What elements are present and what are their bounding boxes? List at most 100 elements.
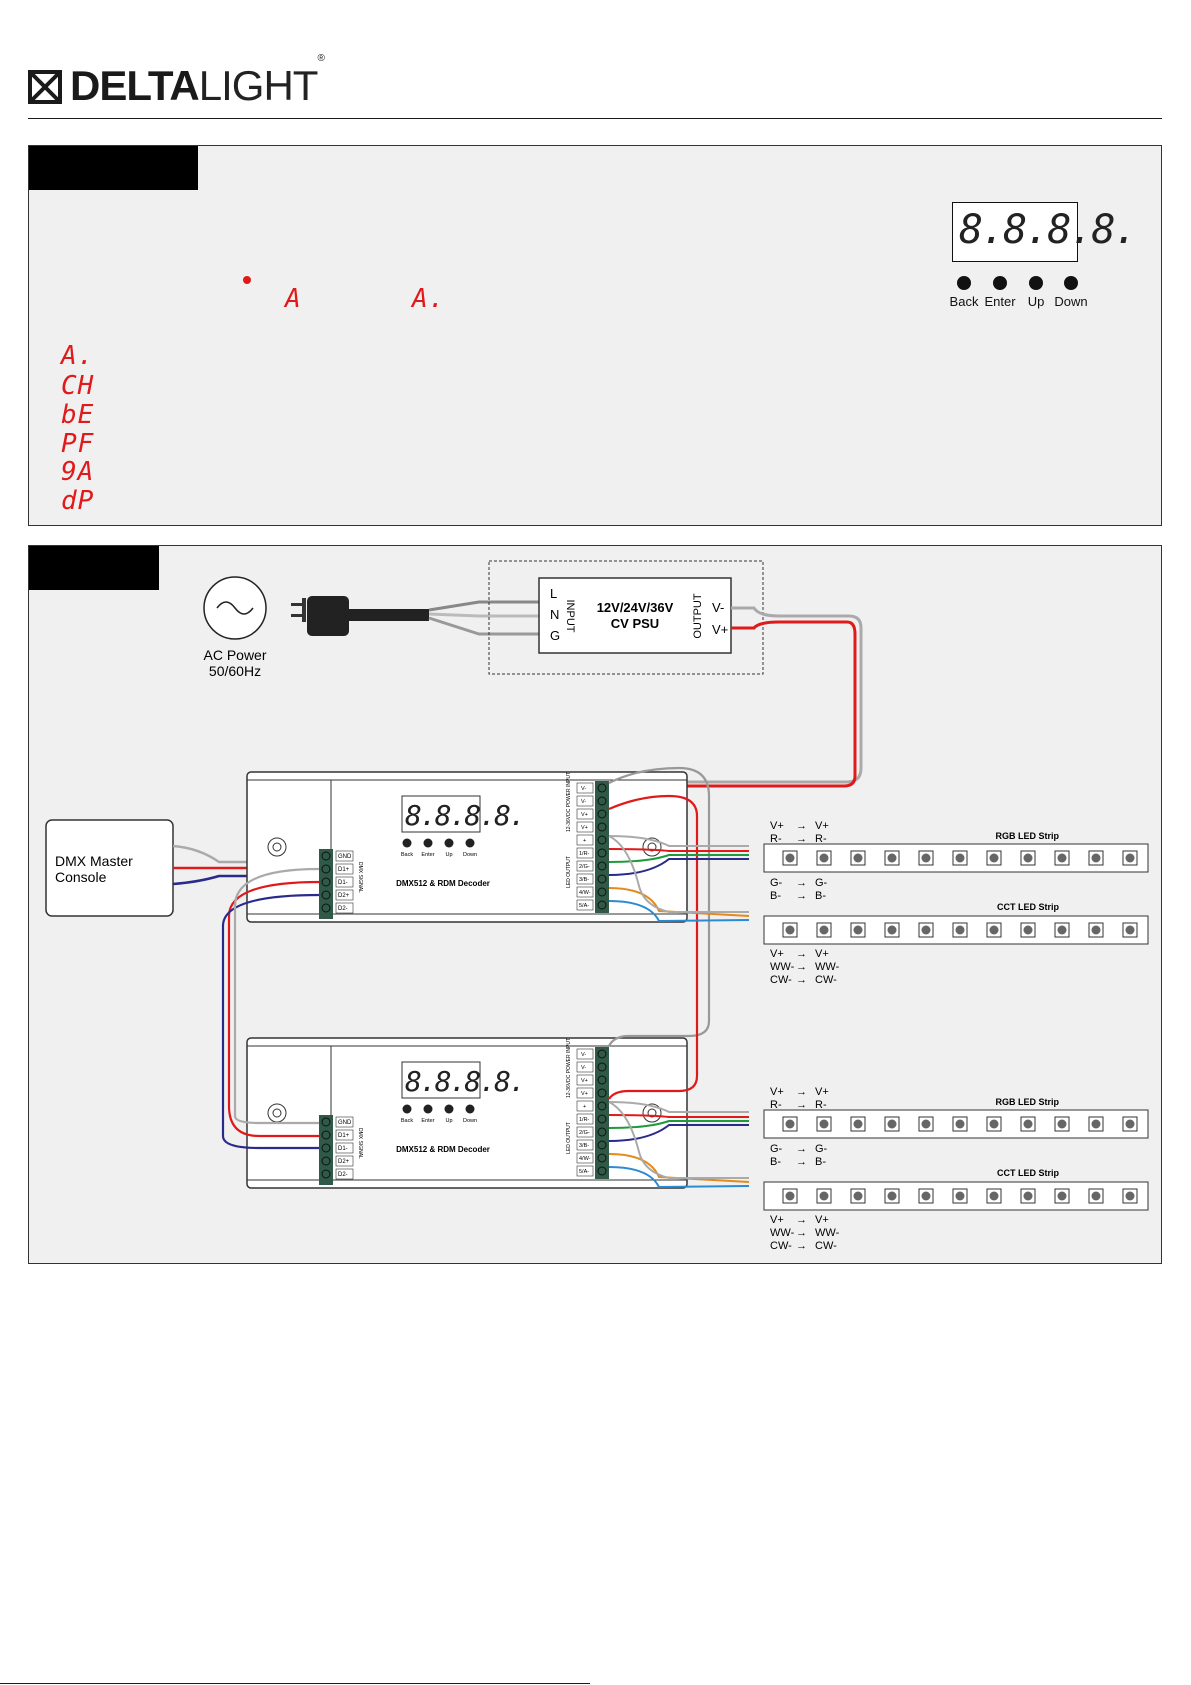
- wiring-diagram: AC Power 50/60Hz L N G INPUT 12V/24V/36V…: [45, 560, 1149, 1252]
- pin-5a: 5/A-: [579, 903, 589, 909]
- segment-display: 8.8.8.8.: [952, 202, 1138, 262]
- decoder-up-button[interactable]: [444, 838, 454, 848]
- map-label: CW-: [815, 974, 837, 986]
- led-output-label: LED OUTPUT: [566, 856, 572, 888]
- psu-pin-vplus: V+: [712, 622, 728, 637]
- led-emitter: [887, 925, 897, 935]
- cct-strip-2: CCT LED Strip V+→V+ WW-→WW- CW-→CW-: [763, 1168, 1149, 1252]
- back-label: Back: [949, 294, 979, 309]
- output-terminal-block: [595, 1047, 609, 1179]
- pin-d1-plus: D1+: [338, 1133, 350, 1139]
- ac-power-freq: 50/60Hz: [209, 663, 261, 679]
- led-emitter: [921, 925, 931, 935]
- decoder-display: [401, 795, 481, 833]
- map-label: G-: [815, 1143, 828, 1155]
- section-tab-1: [29, 146, 198, 190]
- map-label: V+: [770, 1214, 784, 1226]
- decoder-digits: 8.8.8.8.: [405, 799, 524, 832]
- led-emitter: [853, 925, 863, 935]
- decoder-enter-button[interactable]: [423, 1104, 433, 1114]
- decoder-buttons: Back Enter Up Down: [401, 1104, 477, 1124]
- map-label: V+: [815, 1086, 829, 1098]
- pin-v-plus: V+: [581, 1078, 588, 1084]
- decoder-up-label: Up: [445, 1118, 452, 1124]
- led-emitter: [1023, 925, 1033, 935]
- decoder-enter-label: Enter: [421, 1118, 434, 1124]
- pin-plus: +: [583, 838, 586, 844]
- svg-text:→: →: [796, 1143, 807, 1155]
- pin-4w: 4/W-: [579, 1156, 591, 1162]
- svg-text:→: →: [796, 961, 807, 973]
- console-label-2: Console: [55, 869, 107, 885]
- psu-title-2: CV PSU: [611, 616, 659, 631]
- dmx-master-console: DMX Master Console: [45, 819, 174, 917]
- svg-text:→: →: [796, 948, 807, 960]
- ac-power-label: AC Power: [203, 647, 266, 663]
- dmx-signal-label: DMX SIGNAL: [357, 1128, 363, 1159]
- psu-pin-n: N: [550, 607, 559, 622]
- display-panel: A A. A. CH bE PF 9A dP 8.8.8.8. Back Ent…: [28, 145, 1162, 526]
- cct-strip-label: CCT LED Strip: [997, 1168, 1060, 1178]
- map-label: B-: [815, 890, 826, 902]
- decoder-display: [401, 1061, 481, 1099]
- psu-pin-g: G: [550, 628, 560, 643]
- pin-1r: 1/R-: [579, 1117, 590, 1123]
- map-label: G-: [770, 877, 783, 889]
- decoder-enter-label: Enter: [421, 852, 434, 858]
- power-input-label: 12-36VDC POWER INPUT: [566, 772, 572, 832]
- decoder-enter-button[interactable]: [423, 838, 433, 848]
- decoder-name: DMX512 & RDM Decoder: [396, 879, 490, 888]
- rgb-strip-2: RGB LED Strip V+→V+ R-→R- G-→G- B-→B-: [763, 1086, 1149, 1168]
- menu-code: bE: [61, 400, 95, 430]
- decoder-back-button[interactable]: [402, 1104, 412, 1114]
- svg-text:→: →: [796, 820, 807, 832]
- dmx-pin-labels: GND D1+ D1- D2+ D2- DMX SIGNAL: [335, 1116, 363, 1180]
- map-label: WW-: [815, 1227, 840, 1239]
- map-label: WW-: [770, 961, 795, 973]
- decoder-back-button[interactable]: [402, 838, 412, 848]
- decoder-name: DMX512 & RDM Decoder: [396, 1145, 490, 1154]
- footer-rule: [0, 1683, 590, 1684]
- pin-d2-minus: D2-: [338, 906, 348, 912]
- decoder-2: GND D1+ D1- D2+ D2- DMX SIGNAL 8.8.8.8. …: [246, 1037, 688, 1189]
- power-pin-labels: V- V- V+ V+ + 1/R- 2/G- 3/B- 4/W- 5/A- 1…: [566, 772, 594, 911]
- led-emitter: [1091, 1119, 1101, 1129]
- led-emitter: [819, 853, 829, 863]
- decoder-down-label: Down: [463, 852, 477, 858]
- pin-d1-plus: D1+: [338, 867, 350, 873]
- pin-v-minus: V-: [581, 799, 586, 805]
- led-emitter: [887, 1191, 897, 1201]
- led-emitter: [785, 1119, 795, 1129]
- led-emitter: [1091, 1191, 1101, 1201]
- map-label: CW-: [815, 1240, 837, 1252]
- led-emitter: [1091, 853, 1101, 863]
- led-strips: RGB LED Strip V+→V+ R-→R- G-→G- B-→B- CC…: [763, 820, 1149, 1252]
- deltalight-mark-icon: [28, 70, 62, 104]
- back-button[interactable]: [957, 276, 971, 290]
- map-label: WW-: [770, 1227, 795, 1239]
- down-button[interactable]: [1064, 276, 1078, 290]
- enter-button[interactable]: [993, 276, 1007, 290]
- decoder-up-button[interactable]: [444, 1104, 454, 1114]
- up-button[interactable]: [1029, 276, 1043, 290]
- header-rule: [28, 118, 1162, 119]
- led-output-label: LED OUTPUT: [566, 1122, 572, 1154]
- decoder-down-button[interactable]: [465, 1104, 475, 1114]
- led-emitter: [1125, 925, 1135, 935]
- pin-d2-plus: D2+: [338, 1159, 350, 1165]
- led-emitter: [853, 853, 863, 863]
- led-emitter: [955, 1191, 965, 1201]
- pin-d1-minus: D1-: [338, 880, 348, 886]
- map-label: B-: [770, 890, 781, 902]
- up-label: Up: [1027, 294, 1045, 309]
- svg-text:→: →: [796, 1156, 807, 1168]
- decoder-down-button[interactable]: [465, 838, 475, 848]
- decoder-down-label: Down: [463, 1118, 477, 1124]
- decoder-up-label: Up: [445, 852, 452, 858]
- mode-indicator-a-dot: A.: [412, 284, 446, 314]
- led-emitter: [1125, 1119, 1135, 1129]
- ac-power-symbol: AC Power 50/60Hz: [203, 576, 267, 679]
- pin-d2-minus: D2-: [338, 1172, 348, 1178]
- pin-v-plus: V+: [581, 825, 588, 831]
- svg-text:→: →: [796, 1240, 807, 1252]
